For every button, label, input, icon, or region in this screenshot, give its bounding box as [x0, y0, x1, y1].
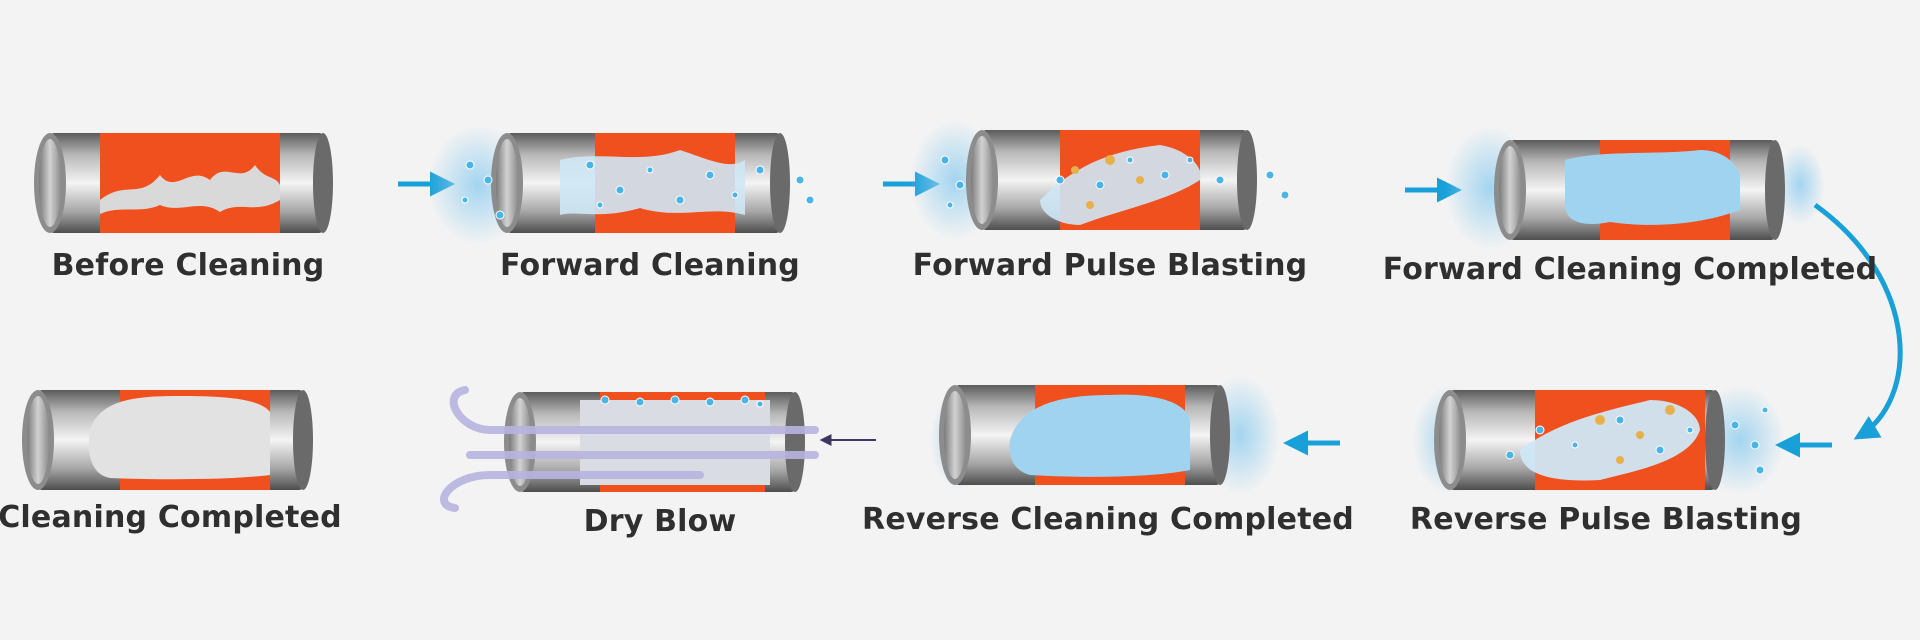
tube-reverse-cleaning-completed [930, 375, 1280, 495]
label-forward-pulse-blasting: Forward Pulse Blasting [912, 248, 1308, 283]
label-reverse-pulse-blasting: Reverse Pulse Blasting [1409, 502, 1803, 537]
tube-before-cleaning [34, 133, 333, 233]
label-before-cleaning: Before Cleaning [51, 248, 325, 283]
label-forward-cleaning: Forward Cleaning [500, 248, 800, 283]
tube-forward-cleaning [428, 125, 815, 245]
tube-forward-pulse-blasting [910, 120, 1290, 240]
tube-cleaning-completed [22, 390, 313, 490]
tube-reverse-pulse-blasting [1412, 385, 1785, 495]
label-reverse-cleaning-completed: Reverse Cleaning Completed [862, 502, 1354, 537]
turn-arrow-icon [1813, 202, 1903, 440]
label-forward-cleaning-completed: Forward Cleaning Completed [1382, 252, 1878, 287]
tube-dry-blow [440, 386, 819, 512]
air-stream-wind-icon [440, 386, 819, 512]
label-cleaning-completed: Cleaning Completed [0, 500, 342, 535]
label-dry-blow: Dry Blow [583, 504, 737, 539]
tube-forward-cleaning-completed [1445, 126, 1825, 250]
